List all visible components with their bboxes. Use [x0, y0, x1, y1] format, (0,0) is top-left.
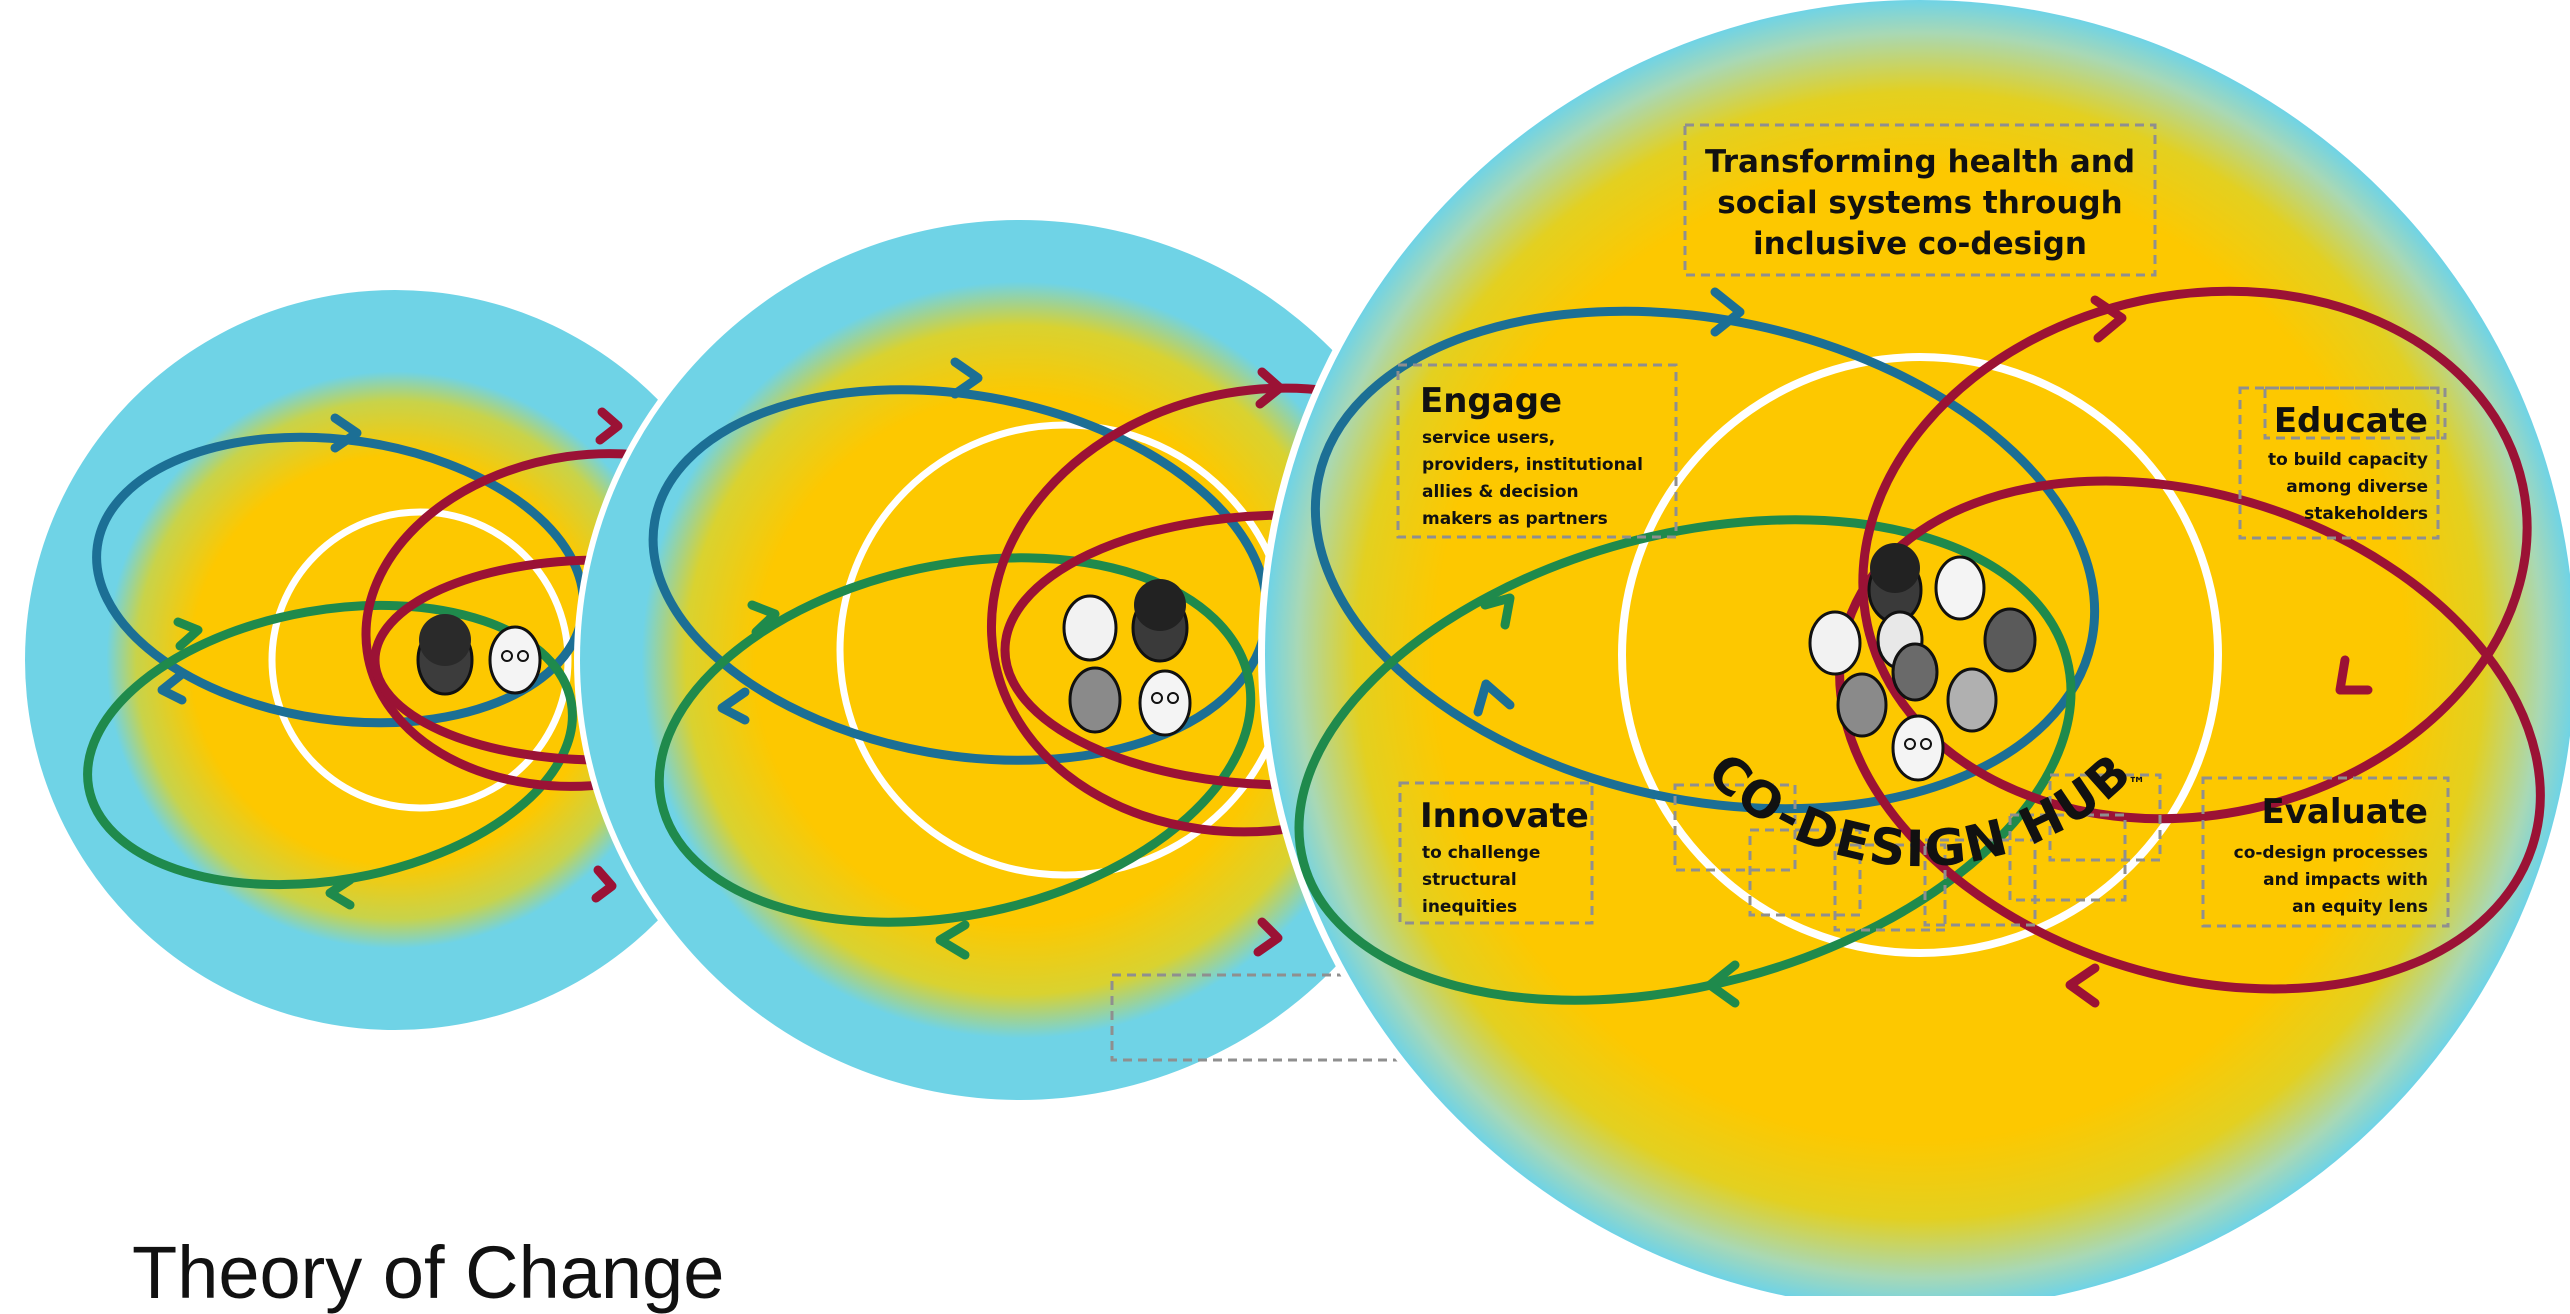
educate-line-1: to build capacity	[2268, 450, 2428, 470]
engage-line-2: providers, institutional	[1422, 455, 1643, 475]
evaluate-heading: Evaluate	[2262, 792, 2428, 832]
innovate-heading: Innovate	[1420, 796, 1589, 836]
face-icon	[1068, 666, 1122, 734]
arrow-icon	[1710, 287, 1745, 337]
engage-line-4: makers as partners	[1422, 509, 1608, 529]
goal-line-1: Transforming health and	[1705, 144, 2135, 180]
educate-line-3: stakeholders	[2304, 504, 2428, 524]
innovate-box	[1398, 781, 1594, 925]
goal-line-2: social systems through	[1717, 185, 2122, 221]
innovate-line-2: structural	[1422, 870, 1517, 890]
arrow-icon	[2335, 655, 2373, 695]
face-icon	[1934, 555, 1986, 621]
orbit-blue	[1310, 306, 2100, 814]
face-icon	[1891, 714, 1945, 782]
arrow-icon	[2065, 963, 2100, 1008]
face-icon	[1138, 669, 1192, 737]
stage-circle-small	[25, 290, 765, 1030]
engage-heading: Engage	[1420, 381, 1562, 421]
arrow-icon	[1480, 593, 1515, 630]
innovate-line-1: to challenge	[1422, 843, 1540, 863]
evaluate-line-1: co-design processes	[2234, 843, 2428, 863]
faces-medium	[1062, 579, 1192, 737]
face-icon	[1891, 642, 1939, 702]
stage-circle-large: Transforming health and social systems t…	[1258, 0, 2570, 1296]
arrow-icon	[1705, 960, 1740, 1008]
face-icon	[1946, 667, 1998, 733]
page-title: Theory of Change	[132, 1231, 725, 1314]
engage-line-3: allies & decision	[1422, 482, 1579, 502]
educate-line-2: among diverse	[2286, 477, 2428, 497]
orbit-green	[1294, 515, 2076, 1005]
face-icon	[1983, 607, 2037, 673]
face-icon	[488, 625, 542, 695]
faces-small	[416, 614, 542, 696]
educate-box	[2238, 386, 2440, 540]
face-icon	[1836, 672, 1888, 738]
orbit-red-upper	[1858, 286, 2532, 824]
face-icon	[1808, 610, 1862, 676]
educate-box-outline	[2263, 386, 2447, 440]
evaluate-box	[2201, 776, 2450, 928]
arrow-icon	[2090, 295, 2127, 343]
evaluate-line-2: and impacts with	[2263, 870, 2428, 890]
stage-circle-medium	[574, 214, 1524, 1106]
orbit-green-medium	[654, 553, 1256, 927]
faces-large	[1808, 543, 2037, 782]
innovate-line-3: inequities	[1422, 897, 1517, 917]
arrow-icon	[1473, 679, 1515, 717]
goal-line-3: inclusive co-design	[1753, 226, 2087, 262]
goal-box	[1683, 123, 2157, 277]
engage-box	[1396, 363, 1678, 539]
evaluate-line-3: an equity lens	[2292, 897, 2428, 917]
face-icon	[1062, 594, 1118, 662]
hub-trademark: ™	[2128, 774, 2146, 795]
educate-heading: Educate	[2274, 401, 2428, 441]
hub-dashed-boxes	[1673, 773, 2162, 932]
engage-line-1: service users,	[1422, 428, 1555, 448]
